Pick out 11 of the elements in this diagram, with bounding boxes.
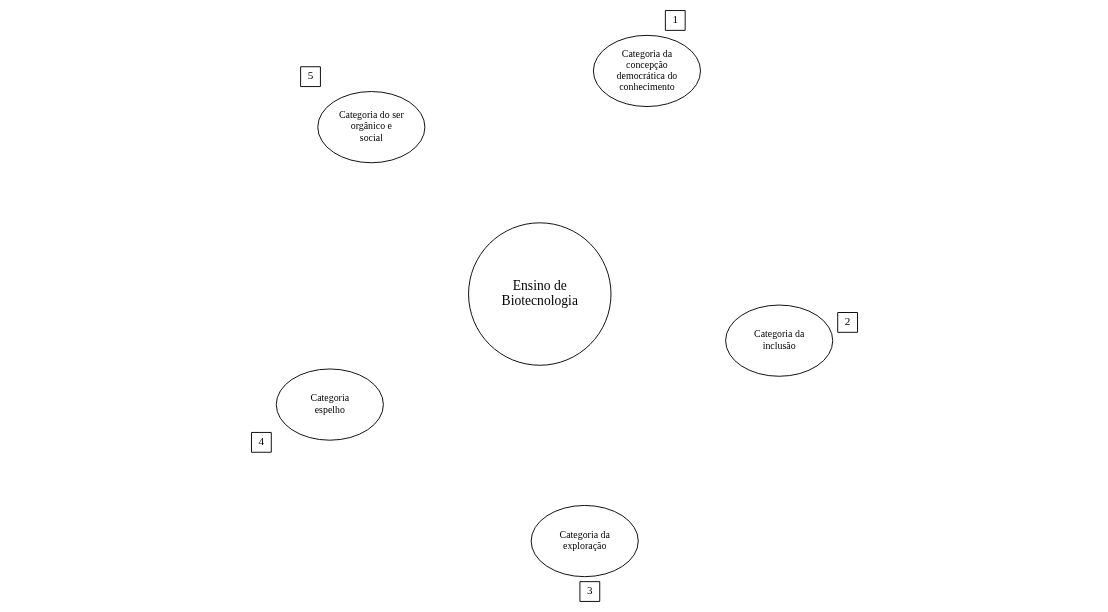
node-ellipse: Categoria da exploração [530,505,639,578]
node-ellipse: Categoria da inclusão [724,304,833,377]
node-box: 5 [299,66,321,88]
node-ellipse: Categoria da concepção democrática do conhecimento [592,34,701,107]
node-box: 3 [578,581,600,602]
node-box: 4 [250,431,272,453]
node-circle: Ensino de Biotecnologia [467,222,611,366]
node-box: 1 [664,10,686,31]
node-ellipse: Categoria do ser orgânico e social [316,91,425,164]
node-ellipse: Categoria espelho [275,368,384,441]
node-box: 2 [836,312,858,333]
